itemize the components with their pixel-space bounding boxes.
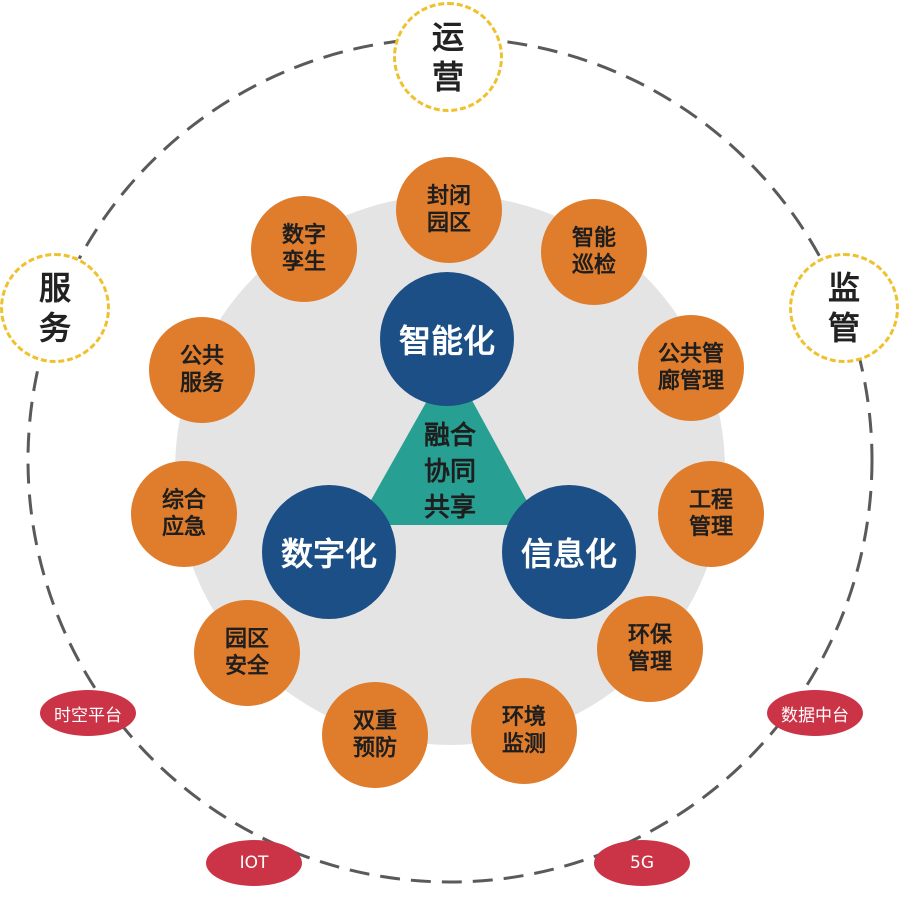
scenario-line-2: 孪生 <box>281 250 326 275</box>
core-line-1: 融合 <box>423 421 476 451</box>
core-label: 融合 协同 共享 <box>400 418 500 526</box>
core-triangle <box>357 360 540 525</box>
scenario-line-1: 环保 <box>627 623 672 648</box>
outer-node-supervision: 监 管 <box>789 253 899 363</box>
core-line-3: 共享 <box>423 493 476 523</box>
pillar-intelligent: 智能化 <box>380 272 514 406</box>
scenario-line-2: 园区 <box>426 211 471 236</box>
scenario-line-1: 封闭 <box>426 184 471 209</box>
scenario-line-1: 综合 <box>161 488 206 513</box>
scenario-line-1: 智能 <box>571 226 616 251</box>
scenario-node: 环境 监测 <box>471 678 577 784</box>
scenario-line-1: 公共 <box>179 344 224 369</box>
scenario-node: 公共 服务 <box>149 317 255 423</box>
scenario-line-1: 园区 <box>224 627 269 652</box>
scenario-line-2: 安全 <box>224 654 269 679</box>
scenario-line-1: 双重 <box>352 709 397 734</box>
outer-node-service: 服 务 <box>0 253 110 363</box>
platform-label: IOT <box>239 853 269 873</box>
scenario-line-1: 数字 <box>281 223 326 248</box>
scenario-line-1: 公共管 <box>657 342 724 367</box>
pillar-information: 信息化 <box>502 485 636 619</box>
scenario-line-2: 服务 <box>179 371 224 396</box>
scenario-line-2: 预防 <box>352 736 397 761</box>
scenario-line-2: 管理 <box>627 650 672 675</box>
outer-node-line-2: 务 <box>38 309 71 347</box>
outer-node-line-2: 管 <box>827 309 860 347</box>
outer-node-line-1: 服 <box>38 269 71 307</box>
platform-label: 5G <box>630 853 654 873</box>
scenario-node: 封闭 园区 <box>396 157 502 263</box>
platform-badge: 数据中台 <box>767 690 863 736</box>
pillar-digital-label: 数字化 <box>280 535 377 573</box>
platform-badge: 5G <box>594 840 690 886</box>
outer-node-line-1: 监 <box>827 269 860 307</box>
outer-node-line-1: 运 <box>431 18 464 56</box>
scenario-node: 双重 预防 <box>322 682 428 788</box>
outer-node-line-2: 营 <box>431 58 464 96</box>
scenario-line-2: 监测 <box>501 732 546 757</box>
platform-label: 数据中台 <box>781 705 849 726</box>
scenario-line-1: 工程 <box>688 488 733 513</box>
scenario-line-2: 廊管理 <box>657 369 724 394</box>
pillar-digital: 数字化 <box>262 485 396 619</box>
scenario-node: 数字 孪生 <box>251 196 357 302</box>
scenario-line-1: 环境 <box>501 705 546 730</box>
scenario-line-2: 管理 <box>688 515 733 540</box>
scenario-node: 智能 巡检 <box>541 199 647 305</box>
scenario-line-2: 应急 <box>161 515 206 540</box>
core-line-2: 协同 <box>423 457 476 487</box>
outer-node-operation: 运 营 <box>393 2 503 112</box>
platform-badge: IOT <box>206 840 302 886</box>
scenario-node: 工程 管理 <box>658 461 764 567</box>
scenario-node: 公共管 廊管理 <box>638 315 744 421</box>
pillar-intelligent-label: 智能化 <box>398 322 495 360</box>
scenario-node: 环保 管理 <box>597 596 703 702</box>
scenario-node: 综合 应急 <box>131 461 237 567</box>
scenario-line-2: 巡检 <box>571 253 616 278</box>
platform-label: 时空平台 <box>54 705 122 726</box>
platform-badge: 时空平台 <box>40 690 136 736</box>
scenario-node: 园区 安全 <box>194 600 300 706</box>
pillar-information-label: 信息化 <box>520 535 617 573</box>
